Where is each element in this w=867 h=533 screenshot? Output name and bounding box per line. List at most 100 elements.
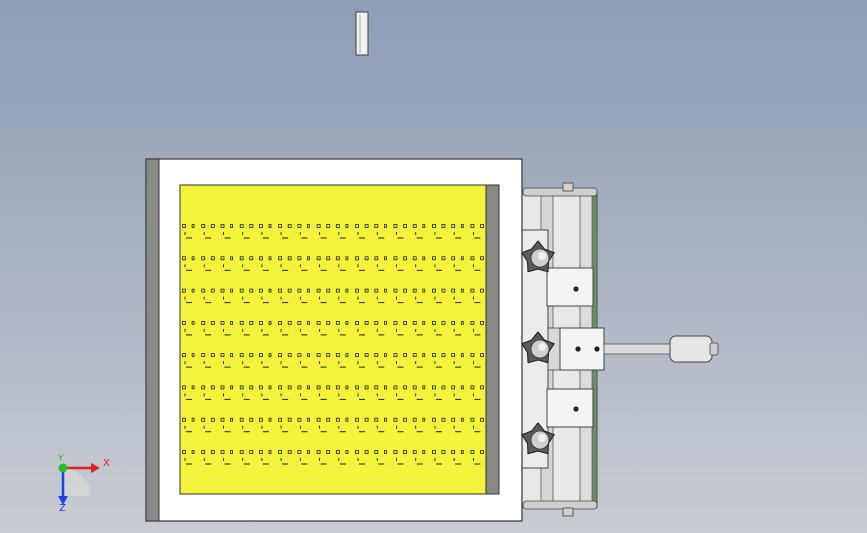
panel-hole <box>307 288 310 293</box>
panel-hole <box>316 256 321 261</box>
panel-hole <box>268 320 272 325</box>
panel-hole <box>230 288 234 293</box>
panel-hole <box>182 224 186 228</box>
panel-hole <box>268 417 272 422</box>
panel-hole <box>258 320 263 325</box>
panel-hole <box>441 450 446 454</box>
panel-hole <box>307 224 310 228</box>
panel-hole <box>335 224 340 228</box>
panel-hole <box>412 320 417 325</box>
panel-hole <box>297 385 302 390</box>
panel-hole <box>451 417 456 422</box>
panel-hole <box>201 288 206 293</box>
panel-hole <box>268 256 272 261</box>
panel-hole <box>412 385 417 390</box>
star-knob[interactable] <box>521 422 555 455</box>
panel-hole <box>326 450 331 454</box>
panel-hole <box>364 385 369 390</box>
panel-hole <box>403 288 408 293</box>
panel-hole <box>480 353 484 358</box>
panel-hole <box>431 224 436 228</box>
pneumatic-cylinder[interactable] <box>603 335 719 363</box>
panel-hole <box>412 417 417 422</box>
panel-hole <box>249 385 254 390</box>
panel-hole <box>210 417 215 422</box>
panel-hole <box>431 256 436 261</box>
perforated-yellow-panel[interactable] <box>179 184 487 495</box>
panel-hole <box>403 417 408 422</box>
clamp-block-middle[interactable] <box>559 327 605 371</box>
panel-hole <box>316 417 321 422</box>
panel-hole <box>268 353 272 358</box>
panel-hole <box>451 353 456 358</box>
panel-hole <box>316 288 321 293</box>
panel-hole <box>220 256 225 261</box>
panel-hole <box>364 224 369 228</box>
panel-hole <box>326 224 331 228</box>
panel-hole <box>412 353 417 358</box>
small-bracket-part[interactable] <box>355 11 369 56</box>
panel-hole <box>239 320 244 325</box>
panel-hole <box>326 320 331 325</box>
panel-hole <box>451 320 456 325</box>
panel-hole <box>210 288 215 293</box>
panel-hole <box>182 353 186 358</box>
panel-hole <box>210 385 215 390</box>
panel-hole <box>412 450 417 454</box>
panel-hole <box>383 353 387 358</box>
panel-hole <box>335 256 340 261</box>
panel-hole <box>297 417 302 422</box>
panel-hole <box>422 288 426 293</box>
panel-hole <box>278 320 283 325</box>
panel-hole <box>470 288 475 293</box>
panel-hole <box>355 385 359 390</box>
panel-hole <box>182 417 186 422</box>
panel-hole <box>239 256 244 261</box>
panel-hole <box>316 385 321 390</box>
panel-hole <box>470 256 475 261</box>
panel-hole <box>249 288 254 293</box>
panel-hole <box>210 353 215 358</box>
panel-hole <box>297 320 302 325</box>
panel-hole <box>326 385 331 390</box>
panel-hole <box>441 385 446 390</box>
panel-hole <box>230 320 234 325</box>
panel-hole <box>345 417 349 422</box>
panel-hole <box>393 353 398 358</box>
panel-hole <box>278 288 283 293</box>
panel-hole <box>422 385 426 390</box>
panel-hole <box>470 417 475 422</box>
panel-hole <box>422 417 426 422</box>
panel-hole <box>335 353 340 358</box>
panel-hole <box>287 385 292 390</box>
panel-hole <box>355 320 359 325</box>
panel-hole <box>460 224 464 228</box>
panel-hole <box>191 450 195 454</box>
coordinate-triad <box>58 463 100 505</box>
panel-hole <box>230 224 234 228</box>
panel-hole <box>326 353 331 358</box>
panel-hole <box>374 288 379 293</box>
clamp-block-bottom[interactable] <box>546 388 594 428</box>
panel-hole <box>470 224 475 228</box>
panel-hole <box>258 288 263 293</box>
star-knob[interactable] <box>521 331 555 364</box>
panel-hole <box>355 353 359 358</box>
panel-hole <box>374 353 379 358</box>
panel-hole <box>441 256 446 261</box>
panel-hole <box>345 288 349 293</box>
panel-hole <box>441 353 446 358</box>
x-axis-label: X <box>103 458 110 469</box>
panel-hole-pattern <box>182 224 484 465</box>
panel-hole <box>441 320 446 325</box>
panel-hole <box>287 320 292 325</box>
panel-hole <box>374 224 379 228</box>
panel-hole <box>460 385 464 390</box>
panel-hole <box>220 450 225 454</box>
clamp-block-top[interactable] <box>546 267 594 307</box>
panel-hole <box>258 353 263 358</box>
panel-hole <box>239 450 244 454</box>
star-knob[interactable] <box>521 240 555 273</box>
panel-hole <box>220 385 225 390</box>
